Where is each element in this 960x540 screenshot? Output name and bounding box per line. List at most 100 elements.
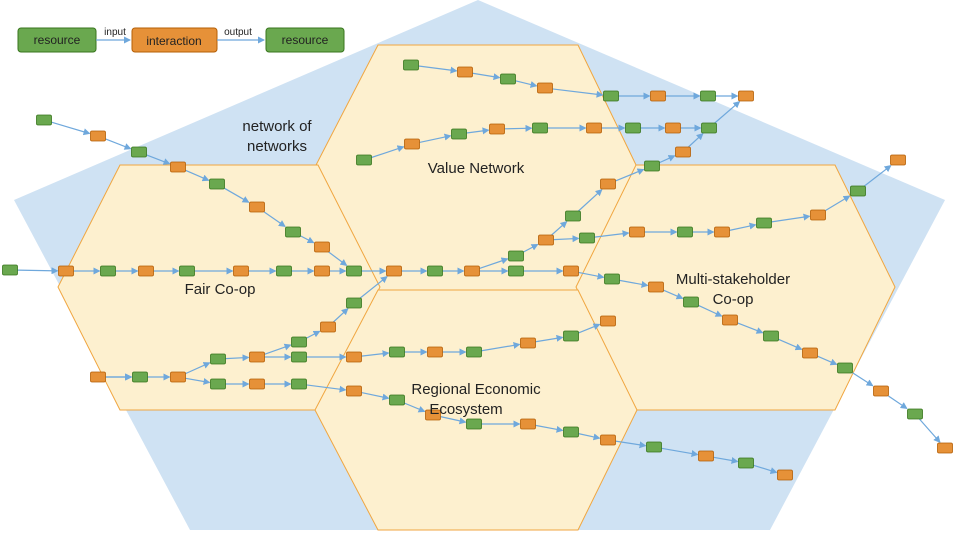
interaction-node <box>722 314 738 326</box>
resource-node <box>466 346 482 358</box>
flow-arrow <box>659 155 676 164</box>
interaction-node <box>738 90 754 102</box>
flow-arrow <box>185 169 210 182</box>
interaction-node <box>320 321 336 333</box>
resource-node <box>2 264 18 276</box>
interaction-node <box>563 265 579 277</box>
flow-arrow <box>535 424 564 433</box>
regional-economic-label-line1: Regional Economic <box>411 381 541 398</box>
flow-arrow <box>523 243 539 253</box>
resource-node <box>646 441 662 453</box>
resource-node <box>579 232 595 244</box>
interaction-node <box>586 122 602 134</box>
interaction-node <box>650 90 666 102</box>
multi-stakeholder-label-line2: Co-op <box>713 291 754 308</box>
regional-economic-label-line2: Ecosystem <box>429 401 502 418</box>
flow-arrow <box>51 121 91 136</box>
interaction-node <box>648 281 664 293</box>
flow-arrow <box>578 433 601 441</box>
interaction-node <box>538 234 554 246</box>
resource-node <box>604 273 620 285</box>
interaction-node <box>802 347 818 359</box>
interaction-node <box>249 378 265 390</box>
resource-node <box>738 457 754 469</box>
flow-arrow <box>361 391 390 401</box>
resource-node <box>291 336 307 348</box>
interaction-node <box>520 418 536 430</box>
flow-arrow <box>466 127 490 135</box>
resource-node <box>500 73 516 85</box>
flow-arrow <box>737 322 764 334</box>
resource-node <box>291 351 307 363</box>
flow-arrow <box>578 271 605 280</box>
flow-arrow <box>17 267 59 275</box>
interaction-node <box>170 161 186 173</box>
flow-arrow <box>918 418 941 443</box>
flow-arrow <box>225 354 250 362</box>
resource-node <box>625 122 641 134</box>
flow-arrow <box>578 189 603 212</box>
interaction-node <box>600 434 616 446</box>
legend-output-resource-box <box>265 27 345 53</box>
interaction-node <box>170 371 186 383</box>
flow-arrow <box>359 275 388 299</box>
interaction-node <box>427 346 443 358</box>
interaction-node <box>665 122 681 134</box>
flow-arrow <box>371 145 405 159</box>
network-of-networks-label-line2: networks <box>247 138 307 155</box>
resource-node <box>276 265 292 277</box>
interaction-node <box>675 146 691 158</box>
flow-arrow <box>224 187 250 203</box>
flow-arrow <box>864 164 892 187</box>
flow-arrow <box>264 343 292 355</box>
interaction-node <box>386 265 402 277</box>
interaction-node <box>600 178 616 190</box>
interaction-node <box>249 351 265 363</box>
interaction-node <box>346 351 362 363</box>
flow-arrow <box>661 447 699 457</box>
resource-node <box>677 226 693 238</box>
flow-arrow <box>688 133 704 148</box>
flow-arrow <box>185 377 211 385</box>
interaction-node <box>520 337 536 349</box>
resource-node <box>532 122 548 134</box>
resource-node <box>131 146 147 158</box>
flow-arrow <box>615 168 645 182</box>
flow-arrow <box>778 338 803 351</box>
flow-arrow <box>852 372 874 387</box>
flow-arrow <box>328 251 348 266</box>
resource-node <box>644 160 660 172</box>
interaction-node <box>90 130 106 142</box>
resource-node <box>179 265 195 277</box>
resource-node <box>210 378 226 390</box>
resource-node <box>563 330 579 342</box>
legend-input-label: input <box>104 27 126 38</box>
interaction-node <box>600 315 616 327</box>
interaction-node <box>58 265 74 277</box>
resource-node <box>907 408 923 420</box>
flow-arrow <box>333 308 349 323</box>
flow-arrow <box>615 440 647 449</box>
resource-node <box>565 210 581 222</box>
interaction-node <box>404 138 420 150</box>
flow-arrow <box>105 138 132 150</box>
resource-node <box>563 426 579 438</box>
resource-node <box>389 394 405 406</box>
interaction-node <box>777 469 793 481</box>
legend: resource input interaction output resour… <box>17 27 345 53</box>
flow-arrow <box>440 416 467 425</box>
interaction-node <box>314 241 330 253</box>
flow-arrow <box>479 257 509 270</box>
flow-arrow <box>515 80 538 88</box>
flow-arrow <box>771 213 811 223</box>
legend-interaction-label: interaction <box>146 34 201 48</box>
flow-arrow <box>146 154 171 165</box>
interaction-node <box>810 209 826 221</box>
interaction-node <box>489 123 505 135</box>
interaction-node <box>537 82 553 94</box>
interaction-node <box>90 371 106 383</box>
flow-arrow <box>698 304 723 317</box>
interaction-node <box>138 265 154 277</box>
flow-arrow <box>185 362 211 375</box>
